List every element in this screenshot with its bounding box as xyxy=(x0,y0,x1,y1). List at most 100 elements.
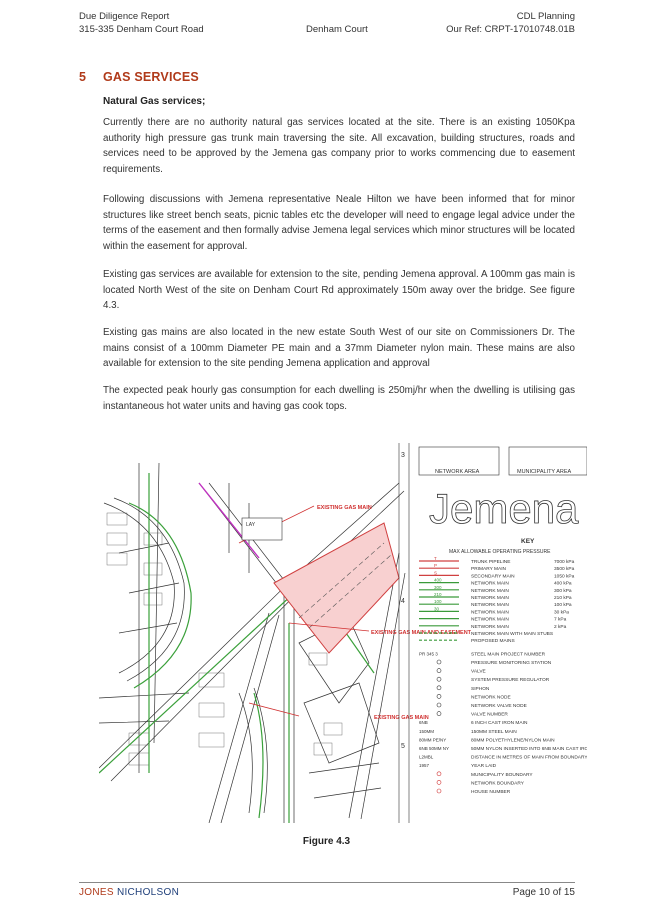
symbol-code: PR 345 3 xyxy=(419,651,438,656)
legend-name: NETWORK MAIN WITH MAIN STUBS xyxy=(471,631,553,637)
symbol-icon xyxy=(436,676,442,682)
symbol-icon xyxy=(436,694,442,699)
section-title: GAS SERVICES xyxy=(103,70,199,84)
gas-network-map: LAY EXISTING GAS MAIN EXISTING GAS MAIN … xyxy=(99,443,587,823)
paragraph: Following discussions with Jemena repres… xyxy=(103,194,575,252)
legend-name: NETWORK MAIN xyxy=(471,624,509,630)
header-report-title: Due Diligence Report xyxy=(79,11,170,22)
annotation-existing-main: EXISTING GAS MAIN xyxy=(317,505,372,511)
symbol-name: PRESSURE MONITORING STATION xyxy=(471,660,552,666)
legend-code: S xyxy=(434,570,437,575)
footer-brand-a: JONES xyxy=(79,887,114,898)
symbol-code: 1957 xyxy=(419,763,430,768)
section-heading: 5 GAS SERVICES xyxy=(79,70,199,84)
legend-name: TRUNK PIPELINE xyxy=(471,559,510,565)
symbol-name: HOUSE NUMBER xyxy=(471,789,511,795)
municipality-area-label: MUNICIPALITY AREA xyxy=(517,469,572,475)
symbol-name: MUNICIPALITY BOUNDARY xyxy=(471,772,533,778)
legend-value: 2 kPa xyxy=(554,624,567,630)
symbol-name: VALVE xyxy=(471,669,486,675)
paragraph: Existing gas mains are also located in t… xyxy=(103,327,575,370)
grid-number: 4 xyxy=(401,598,405,605)
legend-code: T xyxy=(434,556,437,561)
figure-caption: Figure 4.3 xyxy=(302,836,351,847)
header-locality: Denham Court xyxy=(306,24,368,35)
page-header: Due Diligence Report CDL Planning 315-33… xyxy=(79,10,575,36)
legend-value: 7000 kPa xyxy=(554,559,575,565)
legend-name: NETWORK MAIN xyxy=(471,581,509,587)
section-number: 5 xyxy=(79,70,87,84)
header-address: 315-335 Denham Court Road xyxy=(79,24,204,35)
legend-code: 300 xyxy=(434,585,442,590)
legend-value: 210 kPa xyxy=(554,595,572,601)
legend-code: P xyxy=(434,563,437,568)
symbol-name: 50MM NYLON INSERTED INTO 6NB MAIN CAST I… xyxy=(471,746,587,752)
symbol-code: 6NB 50MM NY xyxy=(419,746,449,751)
legend-name: NETWORK MAIN xyxy=(471,588,509,594)
symbol-code: 6NB xyxy=(419,720,428,725)
symbol-icon xyxy=(436,788,442,794)
header-reference: Our Ref: CRPT-17010748.01B xyxy=(446,24,575,35)
symbol-name: SYSTEM PRESSURE REGULATOR xyxy=(471,677,550,683)
legend-code: 100 xyxy=(434,599,442,604)
symbol-icon xyxy=(436,668,442,673)
symbol-icon xyxy=(436,659,442,665)
symbol-name: DISTANCE IN METRES OF MAIN FROM BOUNDARY… xyxy=(471,755,587,761)
symbol-name: 6 INCH CAST IRON MAIN xyxy=(471,720,528,726)
footer-brand-b: NICHOLSON xyxy=(116,887,180,898)
lay-label: LAY xyxy=(246,522,256,528)
legend-value: 300 kPa xyxy=(554,588,572,594)
legend-value: 7 kPa xyxy=(554,617,567,623)
legend-code: 400 xyxy=(434,578,442,583)
symbol-code: 150MM xyxy=(419,729,434,734)
symbol-icon xyxy=(436,685,442,691)
page-number: Page 10 of 15 xyxy=(512,887,575,898)
pressure-title: MAX ALLOWABLE OPERATING PRESSURE xyxy=(449,549,551,555)
legend-value: 3500 kPa xyxy=(554,566,575,572)
subheading: Natural Gas services; xyxy=(103,96,206,107)
symbol-name: NETWORK NODE xyxy=(471,694,511,700)
property-lots xyxy=(106,512,343,766)
legend-name: NETWORK MAIN xyxy=(471,617,509,623)
symbol-code: 80MM PE/NY xyxy=(419,737,446,742)
symbol-code: L2MBL xyxy=(419,755,434,760)
symbol-icon xyxy=(436,702,442,708)
magenta-main xyxy=(198,482,260,559)
paragraph: Currently there are no authority natural… xyxy=(103,117,575,175)
symbol-name: NETWORK VALVE NODE xyxy=(471,703,527,709)
network-area-label: NETWORK AREA xyxy=(435,469,480,475)
legend-name: SECONDARY MAIN xyxy=(471,573,515,579)
symbol-icon xyxy=(436,780,442,785)
grid-number: 5 xyxy=(401,743,405,750)
symbol-name: STEEL MAIN PROJECT NUMBER xyxy=(471,651,546,657)
legend-code: 30 xyxy=(434,606,440,611)
symbol-name: SIPHON xyxy=(471,686,490,692)
symbol-name: 80MM POLYETHYLENE/NYLON MAIN xyxy=(471,737,555,743)
paragraph: Existing gas services are available for … xyxy=(103,269,575,312)
legend-name: PROPOSED MAINS xyxy=(471,638,515,644)
symbol-icon xyxy=(436,711,442,716)
header-company: CDL Planning xyxy=(516,11,575,22)
jemena-logo: Jemena xyxy=(429,485,579,532)
paragraph: The expected peak hourly gas consumption… xyxy=(103,385,575,412)
annotation-existing-main-bottom: EXISTING GAS MAIN xyxy=(374,715,429,721)
network-mains xyxy=(99,473,375,823)
legend-name: NETWORK MAIN xyxy=(471,595,509,601)
footer-divider xyxy=(79,882,575,883)
symbol-name: NETWORK BOUNDARY xyxy=(471,780,525,786)
legend-value: 1050 kPa xyxy=(554,573,575,579)
footer-brand: JONES NICHOLSON xyxy=(79,887,179,898)
key-title: KEY xyxy=(521,538,535,545)
legend-value: 100 kPa xyxy=(554,602,572,608)
symbol-icon xyxy=(436,771,442,777)
legend-name: PRIMARY MAIN xyxy=(471,566,507,572)
legend-name: NETWORK MAIN xyxy=(471,602,509,608)
legend-code: 210 xyxy=(434,592,442,597)
symbol-name: YEAR LAID xyxy=(471,763,497,769)
legend-value: 30 kPa xyxy=(554,609,569,615)
symbol-name: VALVE NUMBER xyxy=(471,712,508,718)
grid-number: 3 xyxy=(401,452,405,459)
legend-value: 400 kPa xyxy=(554,581,572,587)
symbol-name: 150MM STEEL MAIN xyxy=(471,729,517,735)
